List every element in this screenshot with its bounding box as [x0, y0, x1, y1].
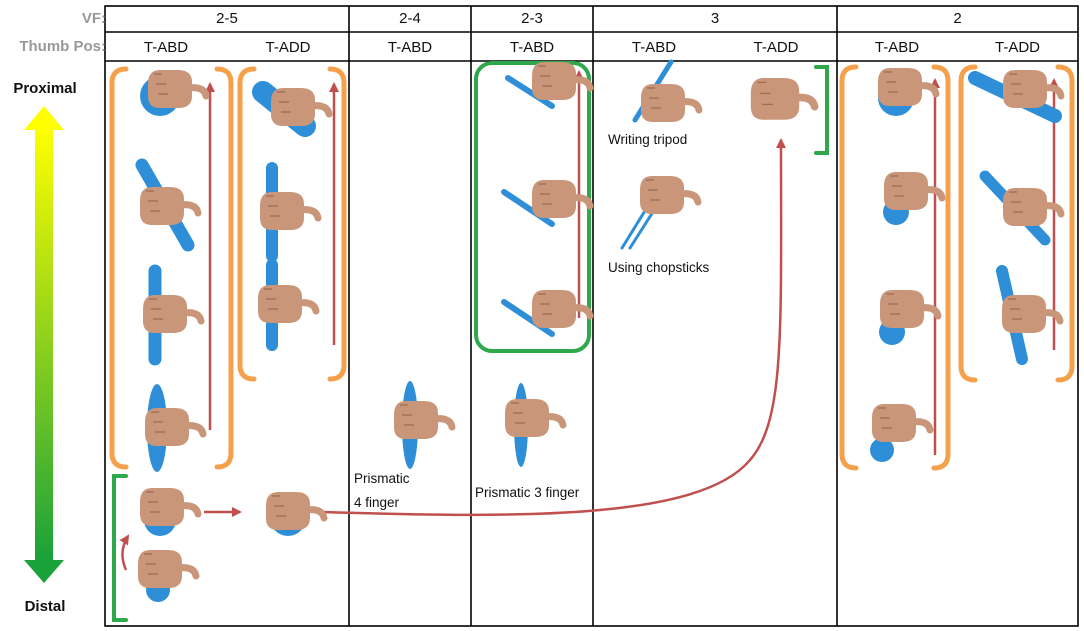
caption-prismatic-4-line2: 4 finger [354, 495, 400, 510]
vf-header-2-3: 2-3 [521, 10, 543, 27]
axis-label-proximal: Proximal [13, 80, 77, 97]
vf-header-2: 2 [953, 10, 962, 27]
grasp-illustrations [138, 62, 1061, 602]
caption-prismatic-3-finger: Prismatic 3 finger [475, 485, 580, 500]
axis-label-distal: Distal [24, 598, 66, 615]
thumb-header-2-4-abd: T-ABD [387, 39, 433, 56]
thumb-header-2-abd: T-ABD [874, 39, 920, 56]
caption-prismatic-4-line1: Prismatic [354, 471, 410, 486]
vf-header-2-4: 2-4 [399, 10, 421, 27]
thumb-header-2-3-abd: T-ABD [509, 39, 555, 56]
thumb-header-2-5-abd: T-ABD [143, 39, 189, 56]
thumb-header-2-5-add: T-ADD [265, 39, 311, 56]
caption-using-chopsticks: Using chopsticks [608, 260, 710, 275]
thumb-header-3-abd: T-ABD [631, 39, 677, 56]
proximal-distal-axis [24, 106, 64, 583]
vf-header-3: 3 [710, 10, 720, 27]
vf-header-2-5: 2-5 [216, 10, 238, 27]
caption-writing-tripod: Writing tripod [608, 132, 688, 147]
thumb-header-2-add: T-ADD [995, 39, 1040, 56]
row-label-vf: VF: [81, 10, 106, 27]
orange-brackets [109, 64, 1075, 471]
thumb-header-3-add: T-ADD [753, 39, 799, 56]
table-grid [104, 5, 1079, 627]
row-label-thumb-pos: Thumb Pos: [19, 38, 106, 55]
